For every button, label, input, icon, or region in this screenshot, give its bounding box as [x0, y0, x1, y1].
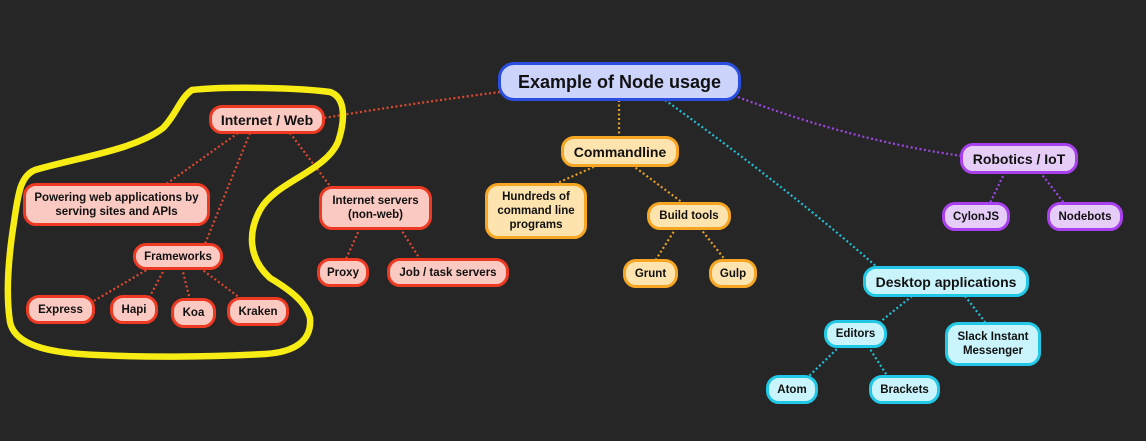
- edge-commandline-hundreds: [552, 163, 599, 187]
- edge-internet-frameworks: [203, 132, 252, 245]
- node-grunt[interactable]: Grunt: [623, 259, 678, 288]
- node-build-tools[interactable]: Build tools: [647, 202, 731, 230]
- edge-root-internet: [317, 90, 501, 121]
- edge-internet-powering: [164, 132, 239, 186]
- node-desktop-applications[interactable]: Desktop applications: [863, 266, 1029, 297]
- node-internet-servers[interactable]: Internet servers (non-web): [319, 186, 432, 230]
- edge-buildtools-grunt: [654, 227, 677, 262]
- node-internet-web[interactable]: Internet / Web: [209, 105, 325, 134]
- edge-frameworks-kraken: [199, 267, 241, 299]
- edge-desktop-editors: [879, 295, 913, 323]
- edge-servers-proxy: [344, 227, 362, 260]
- node-brackets[interactable]: Brackets: [869, 375, 940, 404]
- node-proxy[interactable]: Proxy: [317, 258, 369, 287]
- node-nodebots[interactable]: Nodebots: [1047, 202, 1123, 231]
- edge-servers-jobs: [399, 227, 421, 260]
- node-robotics-iot[interactable]: Robotics / IoT: [960, 143, 1078, 174]
- node-cylonjs[interactable]: CylonJS: [942, 202, 1010, 231]
- edge-editors-brackets: [867, 345, 889, 378]
- highlight-outline: [4, 84, 347, 360]
- node-atom[interactable]: Atom: [766, 375, 818, 404]
- edge-frameworks-hapi: [149, 267, 166, 297]
- node-hundreds-programs[interactable]: Hundreds of command line programs: [485, 183, 587, 239]
- edge-internet-servers: [289, 132, 331, 187]
- node-gulp[interactable]: Gulp: [709, 259, 757, 288]
- edge-root-robotics: [737, 95, 963, 158]
- node-frameworks[interactable]: Frameworks: [133, 243, 223, 270]
- edge-commandline-buildtools: [631, 164, 684, 204]
- node-koa[interactable]: Koa: [171, 298, 216, 328]
- edge-buildtools-gulp: [699, 227, 727, 262]
- node-kraken[interactable]: Kraken: [227, 297, 289, 326]
- node-commandline[interactable]: Commandline: [561, 136, 679, 167]
- node-express[interactable]: Express: [26, 295, 95, 324]
- node-slack-messenger[interactable]: Slack Instant Messenger: [945, 322, 1041, 366]
- node-powering-web[interactable]: Powering web applications by serving sit…: [23, 183, 210, 226]
- node-root[interactable]: Example of Node usage: [498, 62, 741, 101]
- node-editors[interactable]: Editors: [824, 320, 887, 348]
- edge-desktop-slack: [964, 295, 986, 323]
- node-job-task-servers[interactable]: Job / task servers: [387, 258, 509, 287]
- edge-robotics-nodebots: [1039, 171, 1065, 204]
- node-hapi[interactable]: Hapi: [110, 295, 158, 324]
- edge-root-desktop: [664, 99, 879, 269]
- edge-editors-atom: [807, 345, 841, 378]
- edge-robotics-cylonjs: [989, 171, 1006, 204]
- edge-frameworks-koa: [180, 267, 192, 301]
